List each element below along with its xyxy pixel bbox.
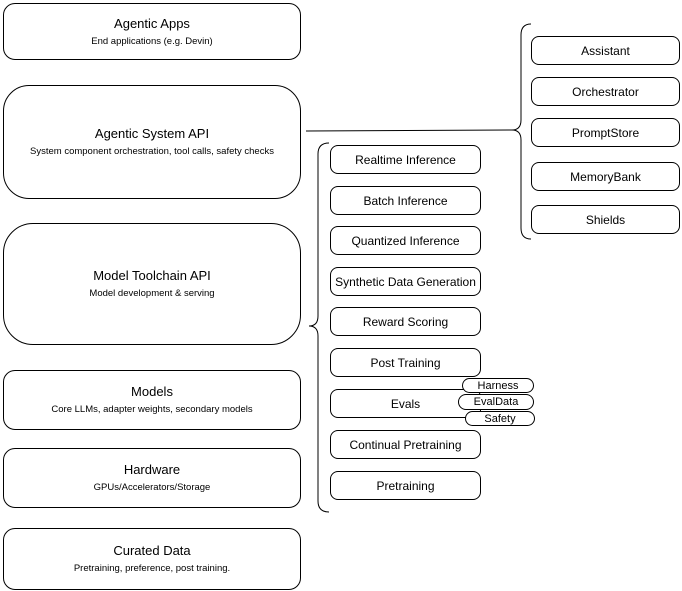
layer-box-curated-data: Curated Data Pretraining, preference, po… bbox=[3, 528, 301, 590]
system-bracket bbox=[511, 23, 532, 240]
layer-box-model-toolchain-api: Model Toolchain API Model development & … bbox=[3, 223, 301, 345]
api-connector-line bbox=[305, 129, 513, 132]
layer-subtitle: System component orchestration, tool cal… bbox=[30, 146, 274, 157]
layer-title: Agentic Apps bbox=[114, 15, 190, 31]
toolchain-box-pretraining: Pretraining bbox=[330, 471, 481, 500]
layer-title: Agentic System API bbox=[94, 126, 210, 141]
layer-box-agentic-apps: Agentic Apps End applications (e.g. Devi… bbox=[3, 3, 301, 60]
toolchain-bracket bbox=[308, 142, 330, 513]
evals-tag-safety: Safety bbox=[465, 411, 535, 426]
layer-box-hardware: Hardware GPUs/Accelerators/Storage bbox=[3, 448, 301, 508]
layer-box-models: Models Core LLMs, adapter weights, secon… bbox=[3, 370, 301, 430]
toolchain-box-evals: Evals bbox=[330, 389, 481, 418]
evals-tag-evaldata: EvalData bbox=[458, 394, 534, 410]
layer-subtitle: End applications (e.g. Devin) bbox=[91, 35, 213, 47]
layer-title: Curated Data bbox=[113, 543, 191, 558]
system-box-orchestrator: Orchestrator bbox=[531, 77, 680, 106]
layer-box-agentic-system-api: Agentic System API System component orch… bbox=[3, 85, 301, 199]
layer-title: Hardware bbox=[123, 462, 181, 477]
layer-title: Models bbox=[131, 384, 173, 399]
toolchain-box-quantized-inference: Quantized Inference bbox=[330, 226, 481, 255]
toolchain-box-post-training: Post Training bbox=[330, 348, 481, 377]
layer-subtitle: Pretraining, preference, post training. bbox=[73, 563, 231, 574]
layer-subtitle: GPUs/Accelerators/Storage bbox=[93, 482, 211, 493]
layer-title: Model Toolchain API bbox=[93, 268, 211, 283]
toolchain-box-batch-inference: Batch Inference bbox=[330, 186, 481, 215]
system-box-shields: Shields bbox=[531, 205, 680, 234]
toolchain-box-continual-pretraining: Continual Pretraining bbox=[330, 430, 481, 459]
system-box-promptstore: PromptStore bbox=[531, 118, 680, 147]
system-box-memorybank: MemoryBank bbox=[531, 162, 680, 191]
toolchain-box-reward-scoring: Reward Scoring bbox=[330, 307, 481, 336]
system-box-assistant: Assistant bbox=[531, 36, 680, 65]
layer-subtitle: Model development & serving bbox=[89, 288, 215, 299]
evals-tag-harness: Harness bbox=[462, 378, 534, 393]
layer-subtitle: Core LLMs, adapter weights, secondary mo… bbox=[51, 404, 253, 415]
toolchain-box-synthetic-data-generation: Synthetic Data Generation bbox=[330, 267, 481, 296]
toolchain-box-realtime-inference: Realtime Inference bbox=[330, 145, 481, 174]
